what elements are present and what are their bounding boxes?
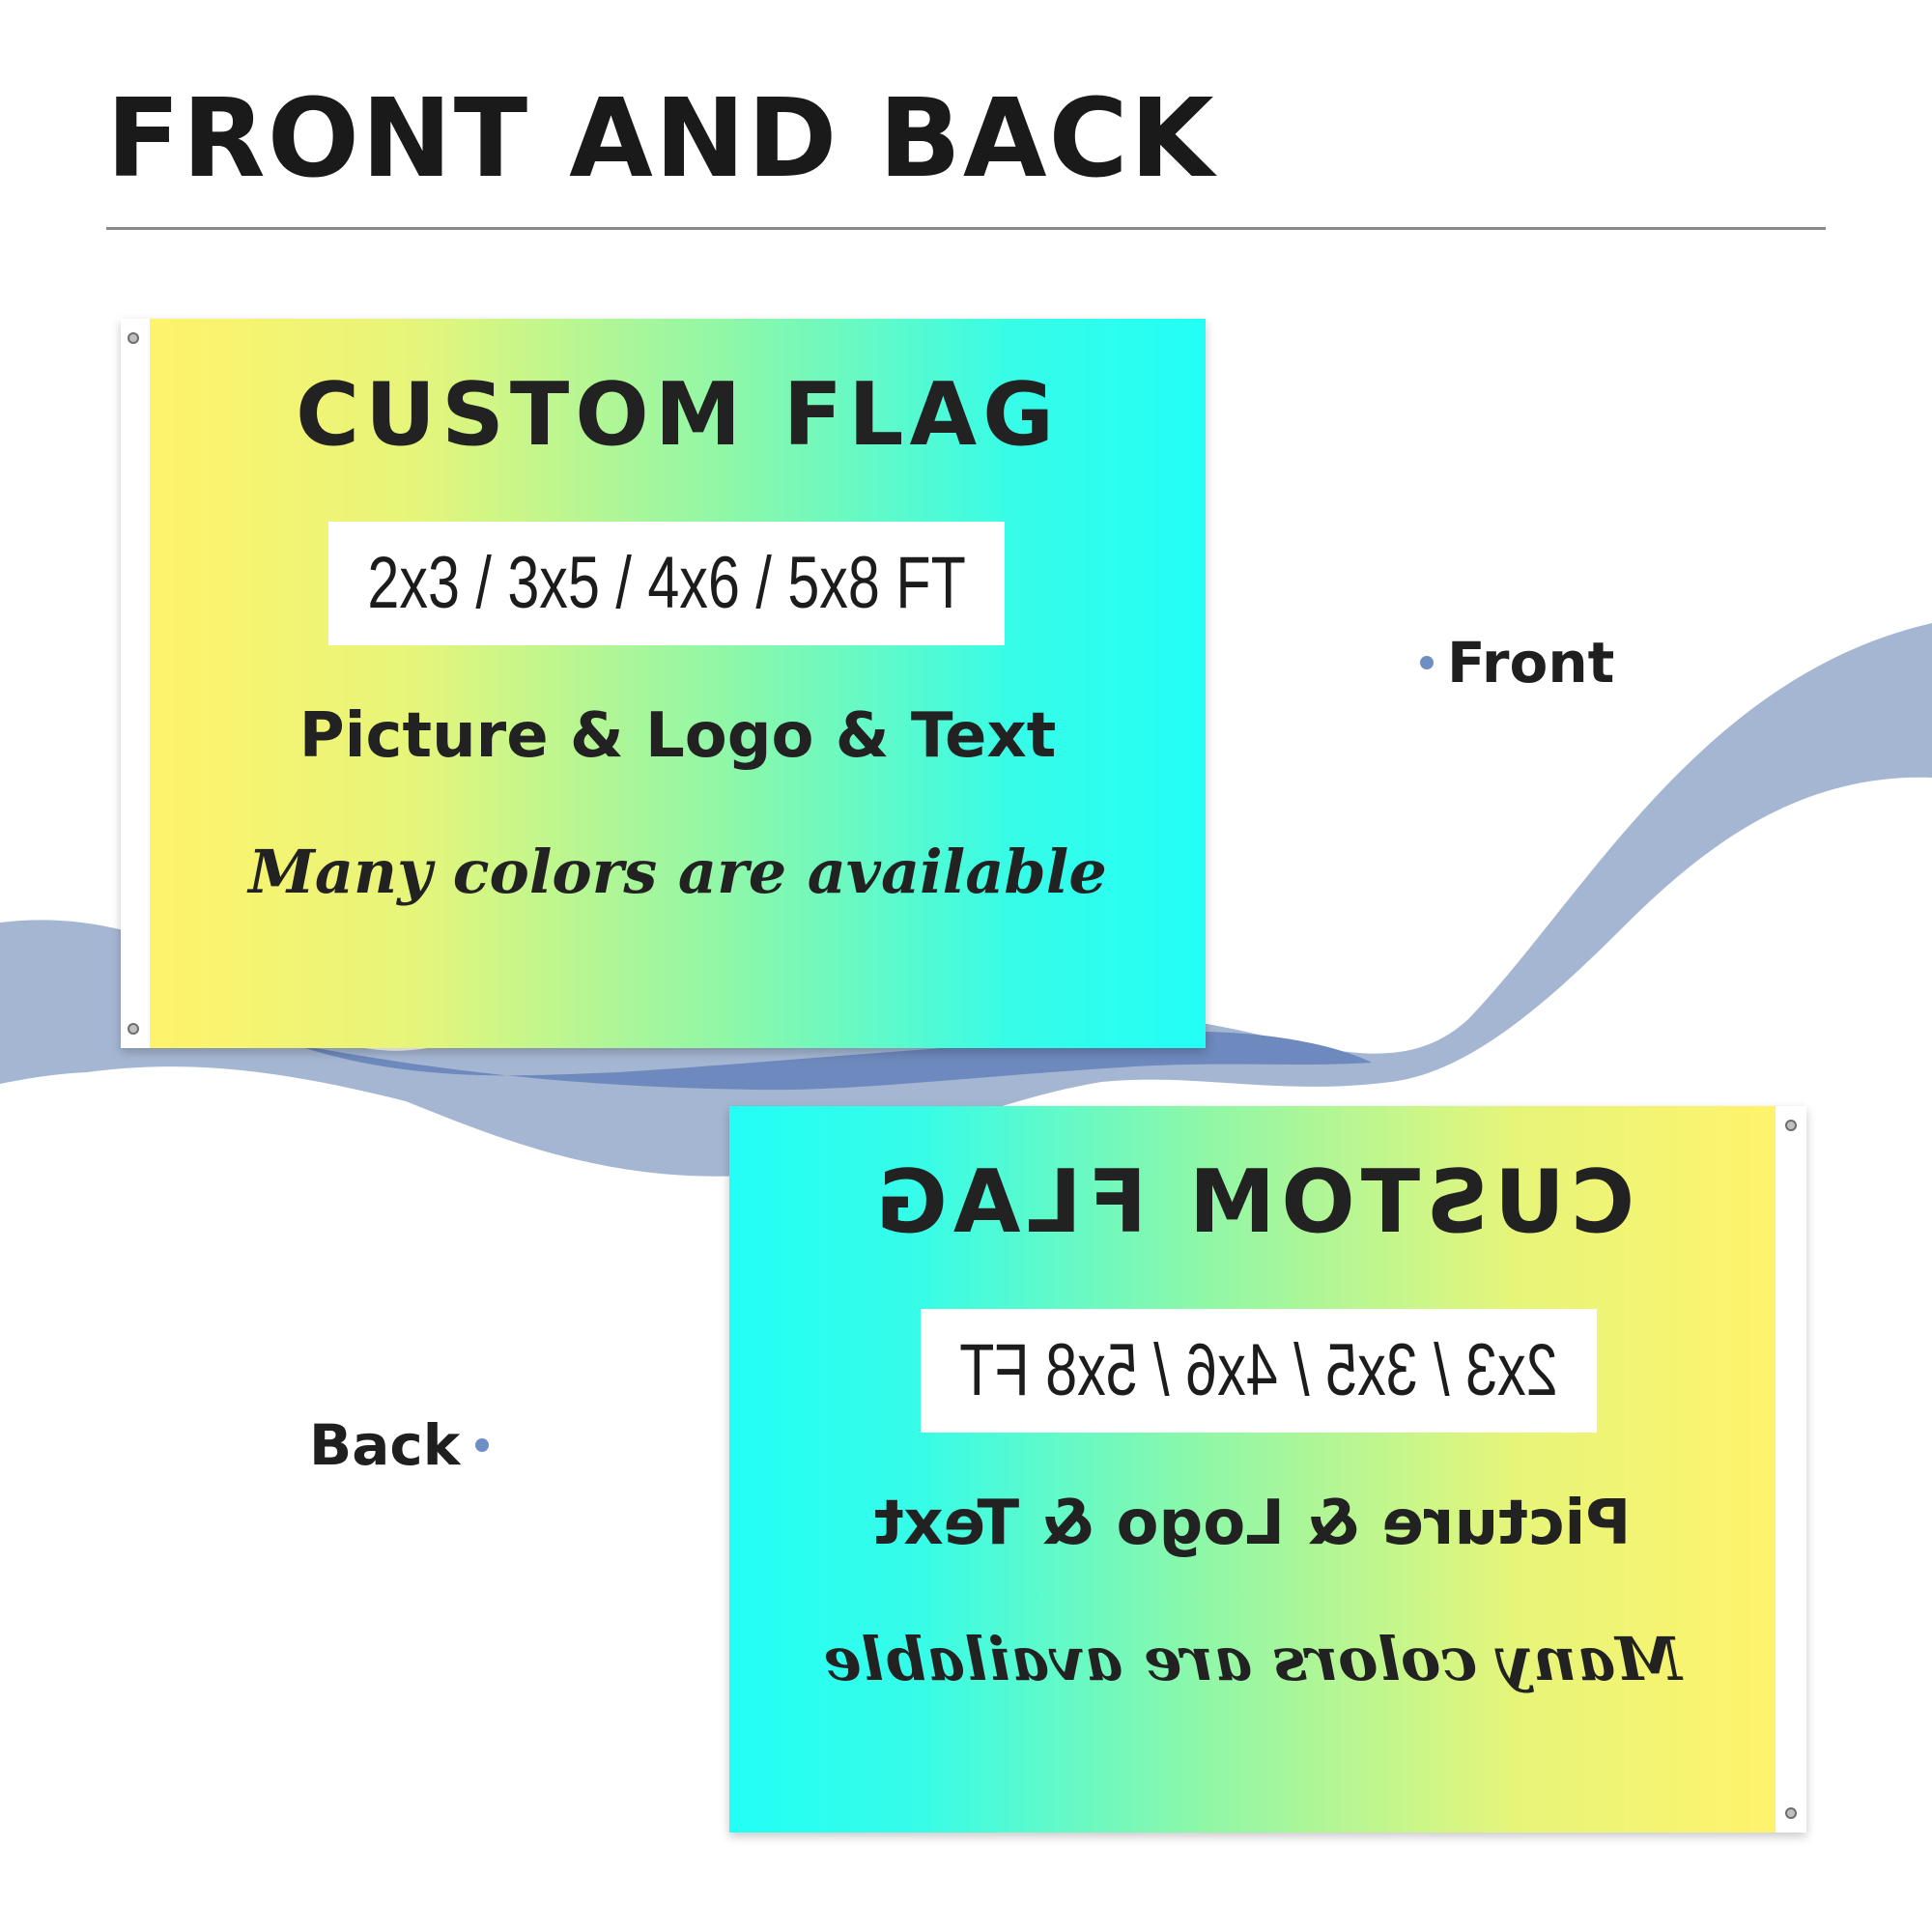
bullet-dot-icon <box>1420 656 1434 669</box>
flag-subtitle: Picture & Logo & Text <box>298 700 1057 772</box>
grommet <box>1785 1807 1797 1819</box>
flag-front-content: CUSTOM FLAG 2x3 / 3x5 / 4x6 / 5x8 FT Pic… <box>150 319 1206 1048</box>
flag-sizes: 2x3 / 3x5 / 4x6 / 5x8 FT <box>959 1329 1558 1411</box>
bullet-dot-icon <box>475 1438 490 1452</box>
flag-back: CUSTOM FLAG 2x3 / 3x5 / 4x6 / 5x8 FT Pic… <box>729 1106 1806 1833</box>
front-label: Front <box>1420 635 1614 691</box>
flag-subtitle: Picture & Logo & Text <box>873 1488 1632 1559</box>
back-label: Back <box>309 1412 490 1478</box>
grommet <box>128 1023 139 1035</box>
flag-colors-note: Many colors are available <box>823 1624 1682 1694</box>
front-label-text: Front <box>1447 630 1615 696</box>
flag-colors-note: Many colors are available <box>248 837 1107 907</box>
flag-title: CUSTOM FLAG <box>295 364 1061 466</box>
title-divider <box>106 227 1826 230</box>
flag-sizes-box: 2x3 / 3x5 / 4x6 / 5x8 FT <box>328 522 1005 645</box>
grommet <box>128 332 139 344</box>
back-label-text: Back <box>309 1412 461 1478</box>
flag-sizes: 2x3 / 3x5 / 4x6 / 5x8 FT <box>367 542 966 624</box>
grommet <box>1785 1120 1797 1131</box>
flag-front: CUSTOM FLAG 2x3 / 3x5 / 4x6 / 5x8 FT Pic… <box>121 319 1206 1048</box>
page-title: FRONT AND BACK <box>106 76 1216 202</box>
flag-back-content-mirrored: CUSTOM FLAG 2x3 / 3x5 / 4x6 / 5x8 FT Pic… <box>729 1106 1776 1833</box>
flag-sizes-box: 2x3 / 3x5 / 4x6 / 5x8 FT <box>921 1309 1597 1433</box>
flag-title: CUSTOM FLAG <box>869 1151 1635 1253</box>
